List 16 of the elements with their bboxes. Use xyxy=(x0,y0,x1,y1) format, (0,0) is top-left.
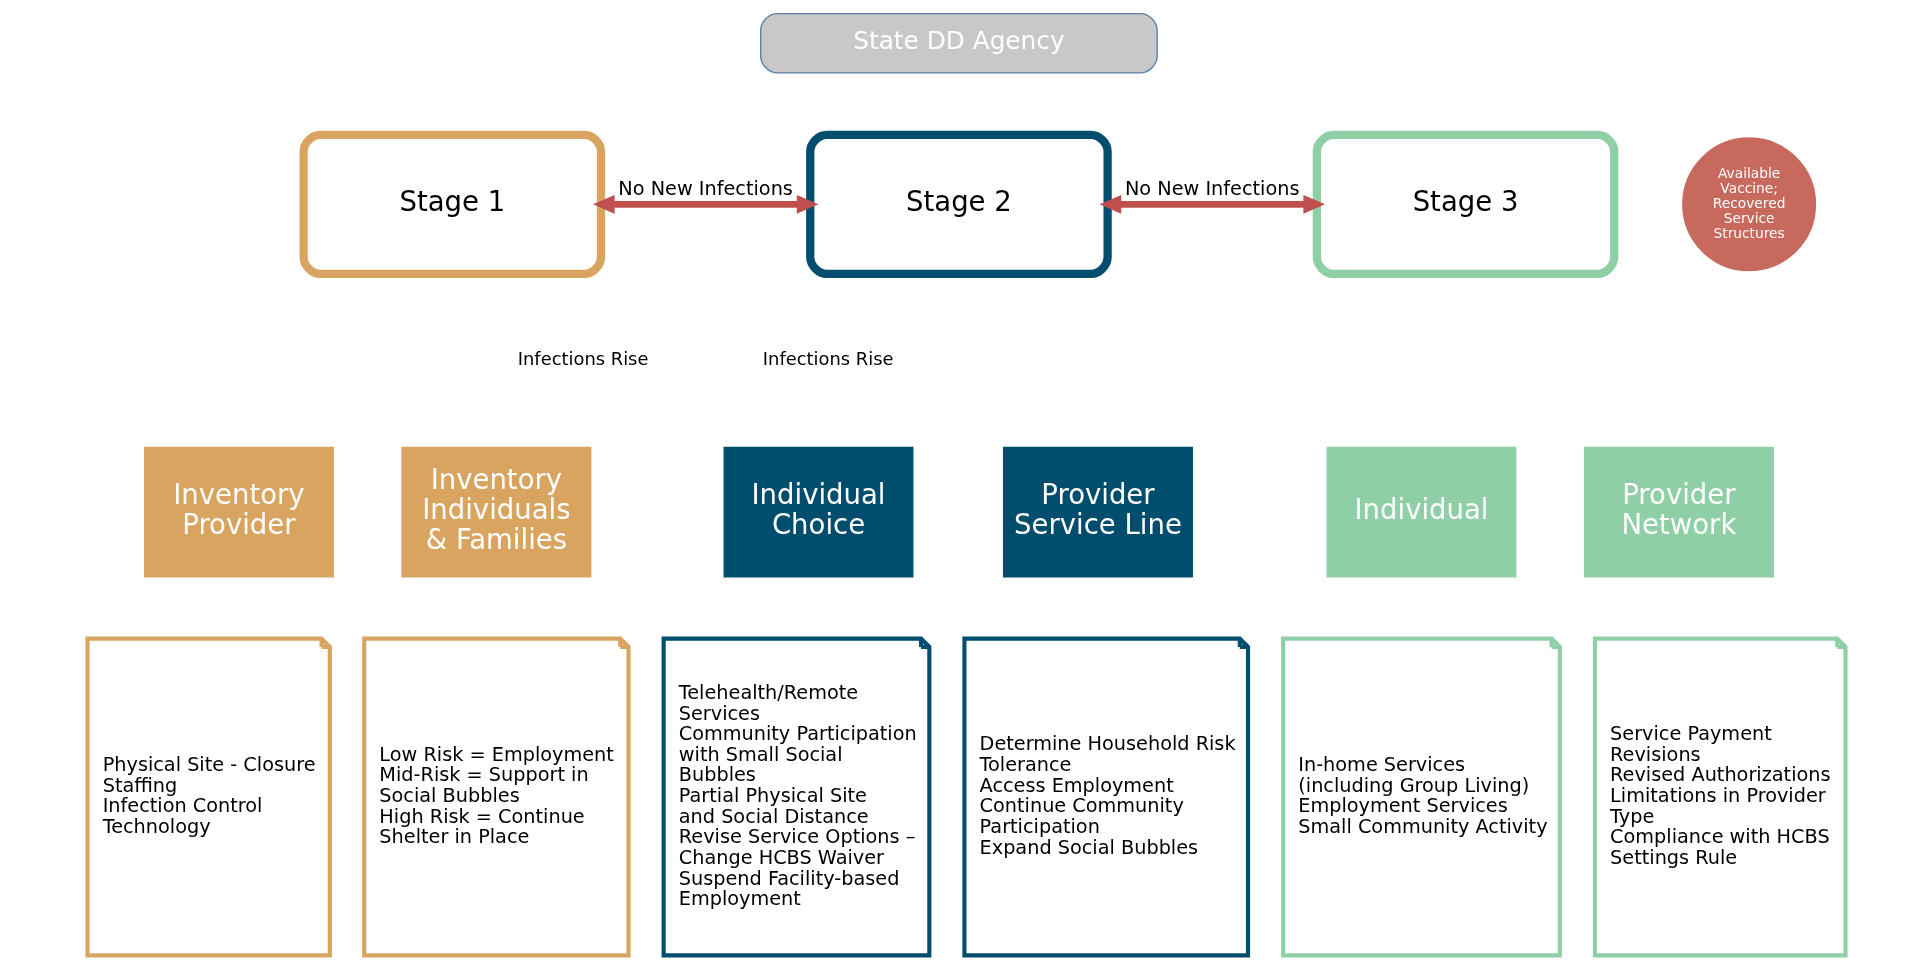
node-circle: Available Vaccine; Recovered Service Structures xyxy=(1681,137,1816,272)
node-box: Inventory Provider xyxy=(143,446,334,578)
edge-label: No New Infections xyxy=(1124,176,1299,200)
node-box: Individual Choice xyxy=(723,446,913,578)
label: Infections Rise xyxy=(762,348,893,370)
arrow xyxy=(592,194,818,214)
node-box: Provider Service Line xyxy=(1002,446,1193,578)
arrow xyxy=(1099,194,1325,214)
label: Infections Rise xyxy=(517,348,648,370)
node-box: Individual xyxy=(1326,446,1516,578)
node-box: Inventory Individuals & Families xyxy=(400,446,591,578)
node-box: Stage 1 xyxy=(299,130,605,278)
node-box: Provider Network xyxy=(1583,446,1774,578)
edge-label: No New Infections xyxy=(617,176,793,200)
node-box: Stage 2 xyxy=(805,130,1112,278)
node-box: Stage 3 xyxy=(1312,130,1618,278)
